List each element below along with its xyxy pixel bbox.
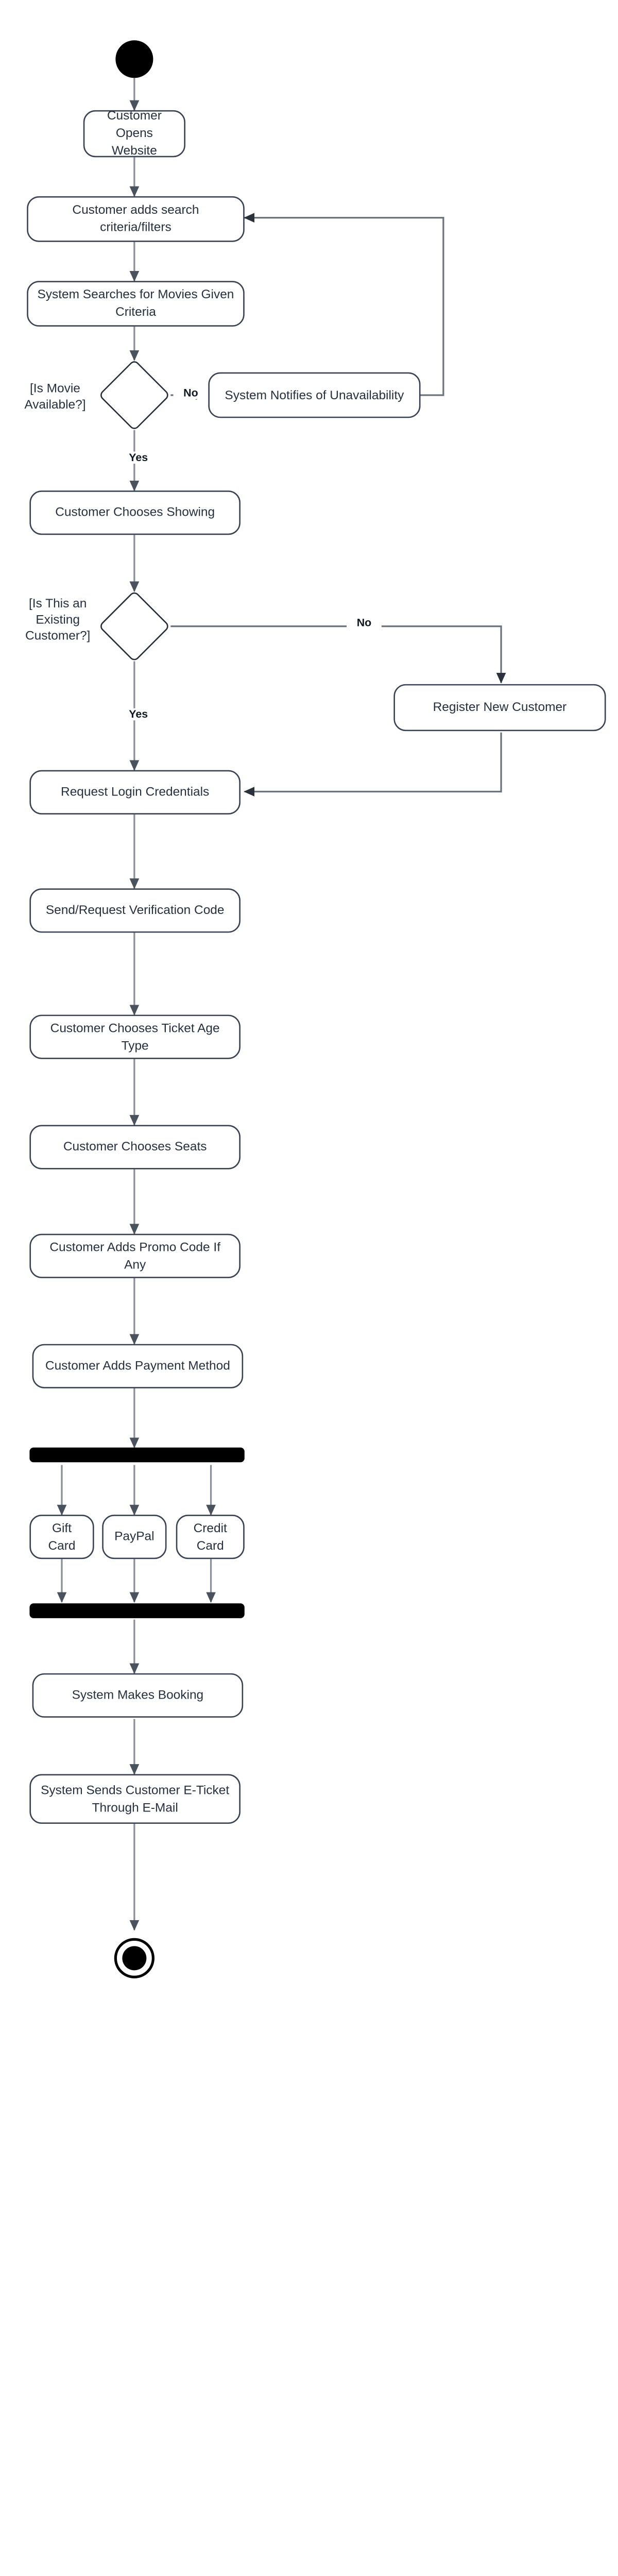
activity-label: System Makes Booking [72, 1687, 204, 1702]
activity-system-makes-booking[interactable]: System Makes Booking [32, 1673, 244, 1718]
activity-system-sends-eticket[interactable]: System Sends Customer E-Ticket Through E… [29, 1774, 241, 1824]
final-node-core [122, 1946, 147, 1971]
activity-register-new-customer[interactable]: Register New Customer [393, 684, 606, 732]
activity-send-request-verification-code[interactable]: Send/Request Verification Code [29, 888, 241, 933]
activity-label: Customer Chooses Ticket Age Type [50, 1020, 220, 1052]
activity-payment-paypal[interactable]: PayPal [102, 1515, 167, 1560]
guard-is-existing-customer: [Is This an Existing Customer?] [25, 595, 91, 643]
activity-customer-chooses-seats[interactable]: Customer Chooses Seats [29, 1125, 241, 1170]
activity-customer-adds-payment-method[interactable]: Customer Adds Payment Method [32, 1344, 244, 1388]
activity-label: System Sends Customer E-Ticket Through E… [41, 1782, 230, 1814]
activity-label: Customer Chooses Showing [55, 504, 215, 519]
activity-label: Register New Customer [433, 699, 567, 714]
activity-request-login-credentials[interactable]: Request Login Credentials [29, 770, 241, 815]
activity-label: Request Login Credentials [61, 784, 210, 799]
activity-customer-opens-website[interactable]: Customer Opens Website [83, 108, 185, 158]
decision-is-existing-customer[interactable] [98, 590, 170, 663]
edge-label-movie-yes: Yes [119, 451, 158, 464]
decision-is-movie-available[interactable] [98, 359, 170, 432]
edge-label-movie-no: No [173, 387, 209, 399]
activity-customer-chooses-showing[interactable]: Customer Chooses Showing [29, 490, 241, 535]
join-bar [29, 1603, 245, 1618]
activity-customer-adds-promo-code[interactable]: Customer Adds Promo Code If Any [29, 1233, 241, 1278]
initial-node [115, 40, 153, 78]
edge-label-customer-yes: Yes [119, 708, 158, 721]
activity-payment-gift-card[interactable]: Gift Card [29, 1515, 94, 1560]
activity-diagram-canvas: Customer Opens Website Customer adds sea… [24, 40, 606, 1979]
activity-payment-credit-card[interactable]: Credit Card [176, 1515, 245, 1560]
activity-label: System Searches for Movies Given Criteri… [37, 286, 234, 319]
activity-label: Gift Card [48, 1519, 76, 1552]
activity-label: PayPal [114, 1528, 154, 1544]
activity-label: Customer Chooses Seats [63, 1138, 207, 1154]
activity-label: Send/Request Verification Code [45, 902, 225, 917]
guard-is-movie-available: [Is Movie Available?] [24, 380, 86, 412]
activity-customer-adds-search-criteria[interactable]: Customer adds search criteria/filters [27, 196, 245, 242]
fork-bar [29, 1447, 245, 1463]
activity-label: System Notifies of Unavailability [225, 386, 404, 402]
activity-label: Credit Card [193, 1519, 227, 1552]
activity-label: Customer Adds Promo Code If Any [49, 1239, 220, 1271]
activity-customer-chooses-ticket-age-type[interactable]: Customer Chooses Ticket Age Type [29, 1014, 241, 1059]
activity-system-searches-movies[interactable]: System Searches for Movies Given Criteri… [27, 281, 245, 327]
activity-system-notifies-unavailability[interactable]: System Notifies of Unavailability [208, 372, 421, 418]
activity-label: Customer Opens Website [107, 108, 162, 157]
activity-label: Customer adds search criteria/filters [72, 202, 199, 234]
edge-label-customer-no: No [347, 617, 382, 629]
activity-label: Customer Adds Payment Method [45, 1358, 230, 1372]
